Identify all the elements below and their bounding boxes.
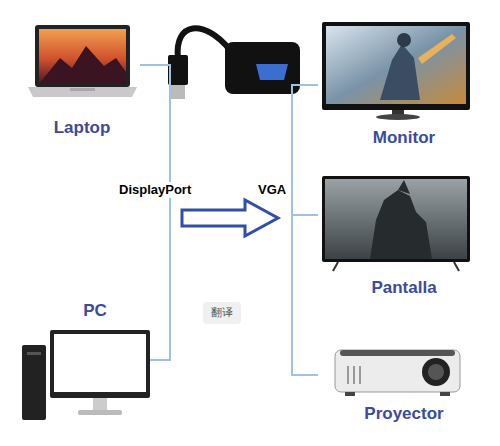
pc-icon: [22, 330, 150, 420]
device-label: Monitor: [371, 128, 437, 148]
monitor-icon-polygon: [380, 44, 420, 100]
adapter-icon-polygon: [256, 64, 288, 80]
pc-icon-rect: [78, 410, 122, 415]
pc-icon-rect: [54, 334, 146, 392]
pc-icon-rect: [27, 352, 41, 355]
tv-icon-rect: [325, 179, 467, 259]
tv-icon-line: [454, 262, 459, 271]
projector-icon: [335, 350, 460, 396]
projector-icon-circle: [422, 358, 450, 386]
laptop-icon: [28, 25, 137, 97]
adapter-icon-path: [178, 28, 230, 58]
monitor-icon-rect: [322, 22, 470, 110]
pc-icon-rect: [50, 330, 150, 398]
monitor-icon: [322, 22, 470, 120]
conversion-arrow-polygon: [182, 200, 278, 236]
monitor-icon-rect: [326, 26, 466, 104]
tv-icon-polygon: [398, 180, 410, 194]
tv-icon-rect: [322, 176, 470, 262]
port-label: VGA: [256, 182, 288, 198]
projector-icon-rect: [440, 392, 450, 396]
laptop-icon-rect: [35, 25, 130, 87]
projector-icon-rect: [335, 350, 460, 392]
adapter-icon-rect: [171, 85, 185, 99]
projector-icon-rect: [345, 392, 355, 396]
connector-line: [292, 85, 318, 215]
connector-line: [140, 65, 170, 360]
laptop-icon-polygon: [28, 87, 137, 97]
device-label: Laptop: [52, 118, 113, 138]
tv-icon-polygon: [370, 190, 432, 259]
device-label: Pantalla: [369, 278, 438, 298]
device-node: PC: [18, 298, 150, 424]
adapter-icon-rect: [225, 42, 300, 94]
projector-icon-circle: [428, 364, 444, 380]
translate-button: 翻译: [203, 302, 241, 324]
device-node: Laptop: [28, 22, 140, 142]
monitor-icon-ellipse: [376, 114, 420, 120]
port-label: DisplayPort: [117, 182, 193, 198]
projector-icon-line: [347, 366, 349, 384]
device-node: Pantalla: [318, 170, 476, 302]
device-node: Proyector: [318, 338, 476, 432]
device-node: Monitor: [318, 18, 476, 156]
device-label: Proyector: [362, 404, 445, 424]
pc-icon-rect: [22, 345, 46, 420]
monitor-icon-circle: [397, 33, 411, 47]
monitor-icon-polygon: [418, 34, 456, 64]
connector-line: [292, 215, 318, 375]
projector-icon-line: [359, 366, 361, 384]
pc-icon-rect: [93, 398, 107, 410]
laptop-icon-polygon: [39, 46, 126, 84]
projector-icon-line: [353, 366, 355, 384]
laptop-icon-rect: [70, 88, 95, 91]
tv-icon-line: [333, 262, 338, 271]
laptop-icon-rect: [39, 29, 126, 84]
projector-icon-rect: [340, 350, 455, 356]
adapter-icon: [168, 28, 300, 99]
tv-icon: [322, 176, 470, 271]
conversion-arrow: [182, 200, 278, 236]
device-label: PC: [81, 301, 109, 321]
